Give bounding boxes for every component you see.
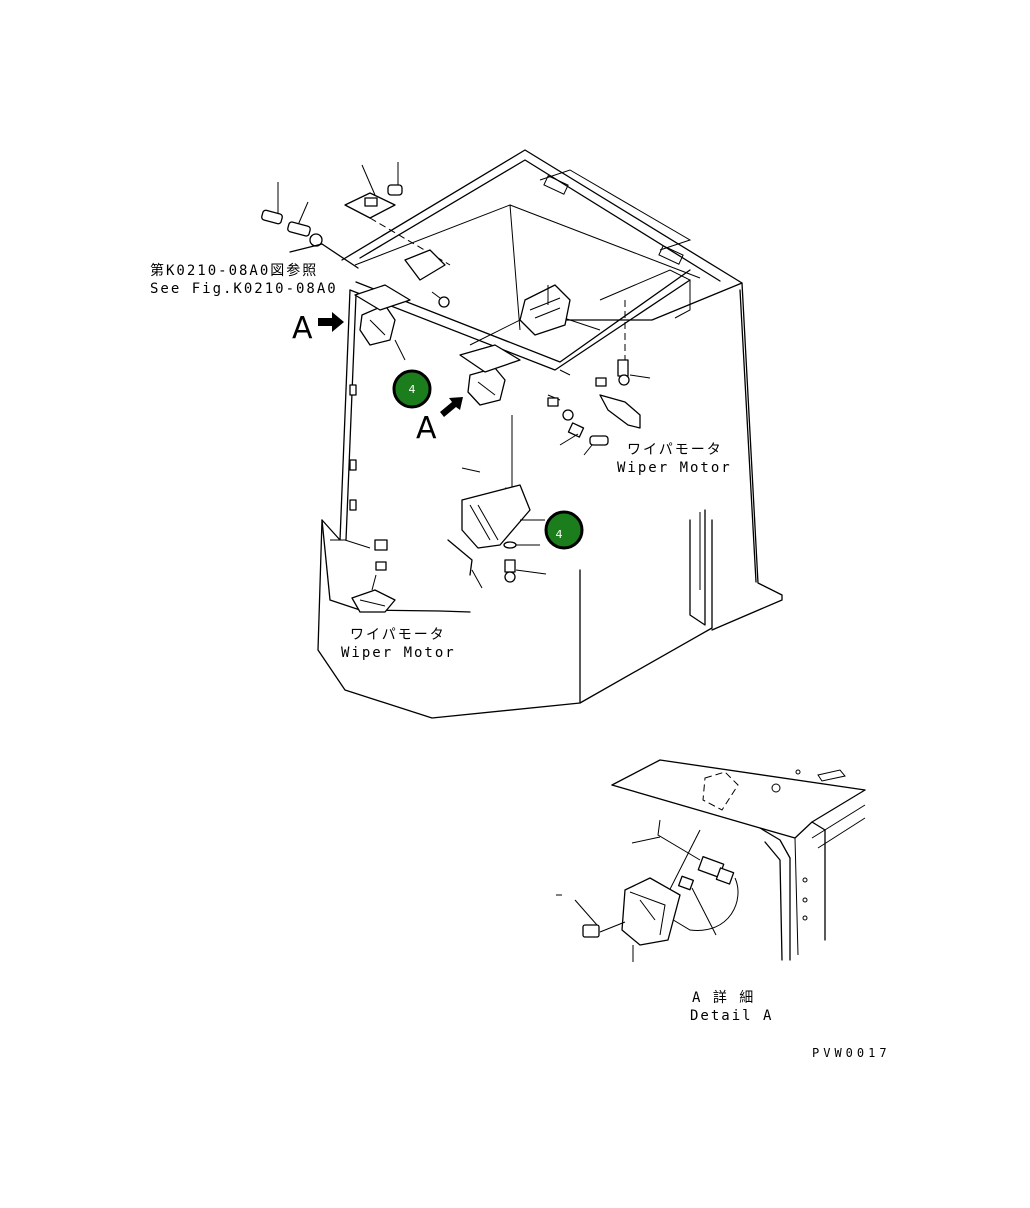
view-label-center: A (416, 411, 437, 446)
wiper-motor-rear (519, 284, 651, 386)
view-arrow-a-center: A (416, 397, 463, 446)
wiper-motor-front-label-jp: ワイパモータ (350, 627, 446, 643)
drawing-code: PVW0017 (812, 1046, 891, 1060)
callout-marker-1[interactable]: 4 (392, 369, 432, 409)
callout-number-2: 4 (556, 528, 563, 541)
view-arrow-a-left: A (292, 311, 344, 346)
detail-label-en: Detail A (690, 1008, 773, 1024)
ref-label-en: See Fig.K0210-08A0 (150, 281, 338, 297)
wiper-motor-top-label-jp: ワイパモータ (627, 442, 723, 458)
callout-number-1: 4 (409, 383, 416, 396)
view-label-left: A (292, 311, 313, 346)
wiper-cover-lower (447, 415, 547, 589)
wiper-motor-front (330, 539, 396, 613)
detail-a-inset (556, 759, 866, 962)
ref-label-jp: 第K0210-08A0図参照 (150, 262, 318, 279)
wiper-motor-top-label-en: Wiper Motor (617, 460, 732, 476)
wiper-motor-front-label-en: Wiper Motor (341, 645, 456, 661)
bolt-hardware-top-left (261, 162, 451, 269)
callout-marker-2[interactable]: 4 (544, 510, 584, 550)
cab-outline (317, 149, 783, 719)
hardware-right-group (547, 369, 641, 456)
detail-label-jp: A 詳 細 (692, 990, 755, 1006)
front-wiper-mounts (354, 249, 521, 406)
